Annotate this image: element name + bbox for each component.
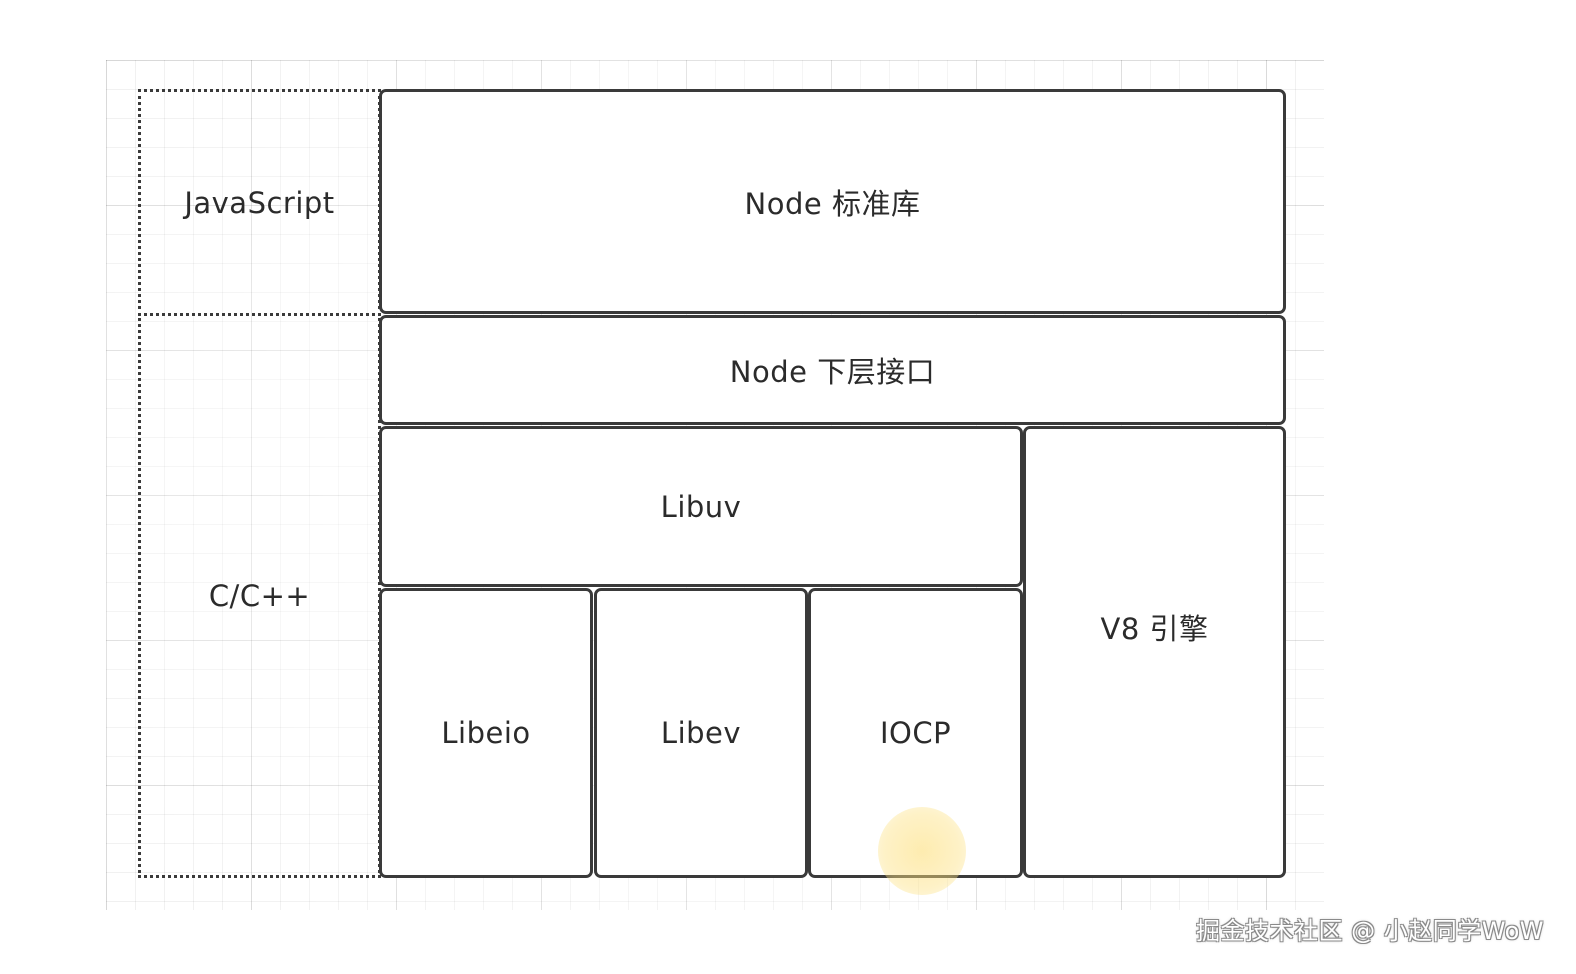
layer-javascript: JavaScript [138,89,381,316]
watermark: 掘金技术社区 @ 小赵同学WoW [1196,917,1544,945]
block-v8-engine-label: V8 引擎 [1100,612,1209,646]
block-libev-label: Libev [660,716,742,750]
block-libev: Libev [594,588,808,878]
block-v8-engine: V8 引擎 [1023,426,1286,878]
block-node-stdlib-label: Node 标准库 [744,186,921,221]
block-libuv: Libuv [379,426,1023,587]
block-libeio-label: Libeio [441,716,531,750]
block-node-lower-interface: Node 下层接口 [379,315,1286,425]
layer-cpp: C/C++ [138,313,381,878]
block-node-lower-interface-label: Node 下层接口 [729,355,936,389]
cursor-highlight [878,807,966,895]
layer-javascript-label: JavaScript [184,185,335,220]
block-libeio: Libeio [379,588,593,878]
block-node-stdlib: Node 标准库 [379,89,1286,314]
block-iocp-label: IOCP [879,716,952,750]
block-libuv-label: Libuv [660,489,742,524]
layer-cpp-label: C/C++ [208,578,311,613]
